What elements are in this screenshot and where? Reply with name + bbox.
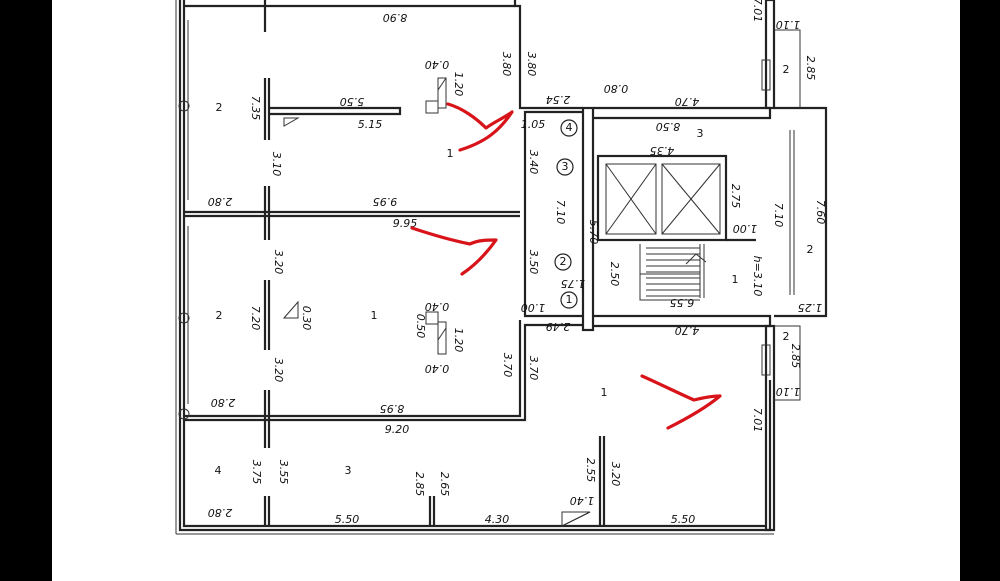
dimension-label: 4.70 [675, 324, 700, 337]
dimension-label: 5.50 [671, 513, 696, 526]
dimension-label: 7.20 [249, 306, 262, 331]
dimension-label: 9.20 [385, 423, 410, 436]
left-frame-bar [0, 0, 52, 581]
entrance-circle-marker [560, 119, 578, 137]
dimension-label: 3.80 [500, 52, 513, 77]
room-number: 3 [345, 464, 352, 477]
dimension-label: 3.70 [527, 356, 540, 381]
red-check-mark-bottom [640, 374, 722, 430]
outer-walls [175, 0, 774, 535]
dimension-label: 1.20 [452, 72, 465, 97]
dimension-label: 5.50 [340, 95, 365, 108]
dimension-label: 1.05 [521, 118, 546, 131]
dimension-label: 0.40 [425, 300, 450, 313]
room-number: 1 [732, 273, 739, 286]
dimension-label: 1.00 [521, 301, 546, 314]
dimension-label: 6.55 [670, 296, 695, 309]
dimension-label: 0.40 [425, 362, 450, 375]
dimension-label: 0.30 [300, 306, 313, 331]
dimension-label: 8.95 [380, 402, 405, 415]
red-check-mark-middle [410, 226, 498, 276]
room-number: 1 [371, 309, 378, 322]
dimension-label: 1.40 [570, 494, 595, 507]
red-check-mark-top [446, 102, 514, 152]
dimension-label: 8.90 [383, 11, 408, 24]
right-frame-bar [960, 0, 1000, 581]
dimension-label: 1.20 [452, 328, 465, 353]
dimension-label: 1.00 [733, 222, 758, 235]
dimension-label: 3.50 [527, 250, 540, 275]
dimension-label: 9.95 [373, 195, 398, 208]
dimension-label: 5.70 [587, 220, 600, 245]
entrance-number: 3 [562, 160, 569, 173]
dimension-label: 7.35 [249, 96, 262, 121]
dimension-label: 2.54 [546, 93, 571, 106]
dimension-label: 3.10 [270, 152, 283, 177]
dimension-label: 0.40 [425, 58, 450, 71]
dimension-label: 1.75 [561, 277, 586, 290]
dimension-label: 0.50 [414, 314, 427, 339]
dimension-label: 7.01 [751, 408, 764, 433]
dimension-label: 3.55 [277, 460, 290, 485]
dimension-label: 0.80 [604, 82, 629, 95]
core-walls [581, 0, 828, 532]
dimension-label: 3.70 [501, 353, 514, 378]
room-number: 1 [447, 147, 454, 160]
room-number: 2 [783, 63, 790, 76]
dimension-label: 3.80 [525, 52, 538, 77]
dimension-label: 5.15 [358, 118, 383, 131]
elevator-shafts [596, 154, 756, 242]
dimension-label: 3.75 [250, 460, 263, 485]
room-number: 4 [215, 464, 222, 477]
dimension-label: 2.80 [208, 195, 233, 208]
dimension-label: 5.50 [335, 513, 360, 526]
dimension-label: 3.20 [272, 358, 285, 383]
dimension-label: 7.60 [814, 200, 827, 225]
dimension-label: 2.85 [804, 56, 817, 81]
dimension-label: 1.25 [798, 301, 823, 314]
paper [52, 0, 960, 581]
room-number: 2 [216, 101, 223, 114]
dimension-label: 3.20 [272, 250, 285, 275]
dimension-label: 2.85 [789, 344, 802, 369]
dimension-label: 2.49 [546, 320, 571, 333]
dimension-label: 7.10 [772, 203, 785, 228]
room-number: 1 [601, 386, 608, 399]
windows-left [178, 20, 190, 420]
dimension-label: 2.50 [608, 262, 621, 287]
dimension-label: 4.35 [650, 144, 675, 157]
red-check-marks [410, 102, 722, 430]
entrance-number: 1 [566, 293, 573, 306]
dimension-label: 3.20 [609, 462, 622, 487]
room-number: 2 [216, 309, 223, 322]
dimension-label: 7.10 [554, 200, 567, 225]
staircase [639, 244, 707, 301]
dimension-label: 2.55 [584, 458, 597, 483]
dimension-label: 1.10 [776, 385, 801, 398]
dimension-label: 1.10 [776, 18, 801, 31]
dimension-label: 8.50 [656, 120, 681, 133]
partitions [263, 0, 606, 527]
room-number: 3 [697, 127, 704, 140]
entrance-circle-marker [556, 158, 574, 176]
dimension-label: 2.80 [211, 396, 236, 409]
dimension-label: 7.01 [751, 0, 764, 22]
dimension-label: 3.40 [527, 150, 540, 175]
dimension-label: 2.65 [438, 472, 451, 497]
dimension-label: 4.30 [485, 513, 510, 526]
entrance-circle-marker [554, 253, 572, 271]
entrance-number: 4 [566, 121, 573, 134]
dimension-label: 2.75 [729, 184, 742, 209]
room-number: 2 [783, 330, 790, 343]
ceiling-height-label: h=3.10 [751, 256, 764, 297]
dimension-label: 4.70 [675, 95, 700, 108]
room-number: 2 [807, 243, 814, 256]
dimension-label: 2.85 [413, 472, 426, 497]
entrance-circle-marker [560, 291, 578, 309]
dimension-label: 2.80 [208, 506, 233, 519]
entrance-number: 2 [560, 255, 567, 268]
